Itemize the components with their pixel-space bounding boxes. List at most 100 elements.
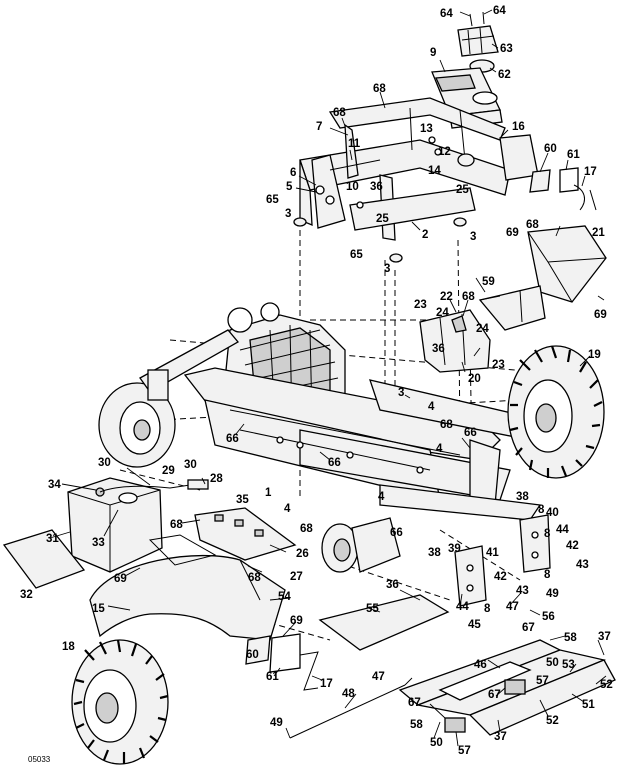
callout-7: 7: [316, 121, 322, 133]
callout-51: 51: [582, 699, 595, 711]
callout-68: 68: [440, 419, 453, 431]
callout-1: 1: [265, 487, 272, 499]
callout-21: 21: [592, 227, 605, 239]
callout-3: 3: [470, 231, 476, 243]
callout-44: 44: [556, 524, 569, 536]
callout-34: 34: [48, 479, 61, 491]
side-plates: [454, 514, 551, 607]
footrest-platform: [398, 639, 616, 736]
callout-67: 67: [488, 689, 501, 701]
drawing-code: 05033: [28, 755, 51, 764]
callout-2: 2: [422, 229, 428, 241]
callout-4: 4: [284, 503, 291, 515]
callout-10: 10: [346, 181, 359, 193]
callout-68: 68: [333, 107, 346, 119]
callout-24: 24: [436, 307, 449, 319]
callout-4: 4: [428, 401, 435, 413]
callout-37: 37: [598, 631, 611, 643]
callout-47: 47: [372, 671, 385, 683]
callout-4: 4: [378, 491, 385, 503]
callout-46: 46: [474, 659, 487, 671]
upper-frame: [299, 97, 539, 241]
callout-26: 26: [296, 548, 309, 560]
callout-47: 47: [506, 601, 519, 613]
callout-23: 23: [414, 299, 427, 311]
callout-14: 14: [428, 165, 441, 177]
callout-61: 61: [266, 671, 279, 683]
callout-68: 68: [373, 83, 386, 95]
callout-15: 15: [92, 603, 105, 615]
callout-31: 31: [46, 533, 59, 545]
callout-58: 58: [410, 719, 423, 731]
callout-50: 50: [546, 657, 559, 669]
callout-57: 57: [536, 675, 549, 687]
callout-12: 12: [438, 146, 451, 158]
callout-3: 3: [384, 263, 390, 275]
callout-44: 44: [456, 601, 469, 613]
callout-32: 32: [20, 589, 33, 601]
pan-55: [318, 594, 450, 651]
callout-67: 67: [522, 622, 535, 634]
callout-67: 67: [408, 697, 421, 709]
callout-69: 69: [506, 227, 519, 239]
drive-hub: [321, 517, 401, 573]
callout-68: 68: [248, 572, 261, 584]
light-assembly-right: [529, 167, 597, 211]
callout-43: 43: [576, 559, 589, 571]
callout-53: 53: [562, 659, 575, 671]
callout-16: 16: [512, 121, 525, 133]
callout-66: 66: [464, 427, 477, 439]
callout-68: 68: [462, 291, 475, 303]
callout-66: 66: [390, 527, 403, 539]
callout-17: 17: [584, 166, 597, 178]
callout-18: 18: [62, 641, 75, 653]
callout-4: 4: [436, 443, 443, 455]
battery-box: [478, 225, 607, 331]
tray-26: [194, 507, 297, 561]
callout-60: 60: [544, 143, 557, 155]
callout-56: 56: [542, 611, 555, 623]
callout-68: 68: [170, 519, 183, 531]
callout-45: 45: [468, 619, 481, 631]
callout-22: 22: [440, 291, 453, 303]
callout-28: 28: [210, 473, 223, 485]
callout-69: 69: [290, 615, 303, 627]
callout-5: 5: [286, 181, 293, 193]
callout-49: 49: [546, 588, 559, 600]
callout-8: 8: [544, 528, 551, 540]
callout-52: 52: [546, 715, 559, 727]
callout-9: 9: [430, 47, 436, 59]
callout-13: 13: [420, 123, 433, 135]
fender-left: [89, 534, 286, 641]
rod-48: [289, 684, 406, 739]
callout-64: 64: [440, 8, 453, 20]
callout-25: 25: [376, 213, 389, 225]
plate-32: [2, 529, 86, 589]
main-frame: [183, 367, 542, 521]
callout-69: 69: [594, 309, 607, 321]
caster-wheel: [98, 329, 239, 468]
callout-68: 68: [300, 523, 313, 535]
callout-50: 50: [430, 737, 443, 749]
callout-66: 66: [226, 433, 239, 445]
callout-3: 3: [285, 208, 291, 220]
callout-43: 43: [516, 585, 529, 597]
callout-38: 38: [428, 547, 441, 559]
callout-33: 33: [92, 537, 105, 549]
callout-36: 36: [386, 579, 399, 591]
callout-19: 19: [588, 349, 601, 361]
bracket-assembly: [419, 309, 491, 373]
callout-17: 17: [320, 678, 333, 690]
callout-24: 24: [476, 323, 489, 335]
callout-25: 25: [456, 184, 469, 196]
callout-57: 57: [458, 745, 471, 757]
light-assembly-left: [245, 633, 319, 691]
callout-65: 65: [266, 194, 279, 206]
callout-55: 55: [366, 603, 379, 615]
callout-48: 48: [342, 688, 355, 700]
callout-8: 8: [544, 569, 551, 581]
callout-42: 42: [494, 571, 507, 583]
callout-39: 39: [448, 543, 461, 555]
callout-42: 42: [566, 540, 579, 552]
callout-69: 69: [114, 573, 127, 585]
